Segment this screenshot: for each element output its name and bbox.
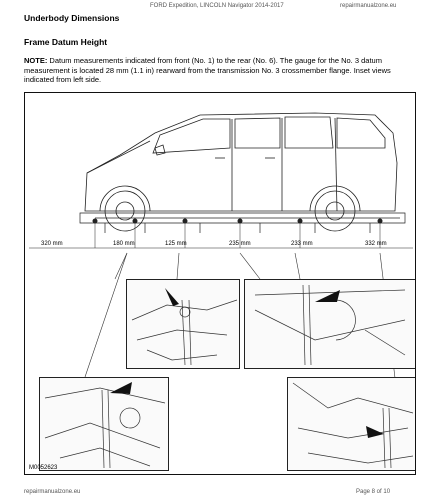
note-paragraph: NOTE: Datum measurements indicated from … xyxy=(24,56,416,85)
footer-site: repairmanualzone.eu xyxy=(24,489,81,495)
measurement-5: 233 mm xyxy=(291,241,313,247)
header-site: repairmanualzone.eu xyxy=(340,3,397,9)
frame-datum-figure: 320 mm 180 mm 125 mm 235 mm 233 mm 332 m… xyxy=(24,92,416,475)
figure-id: M0052623 xyxy=(29,465,58,471)
measurement-3: 125 mm xyxy=(165,241,187,247)
inset-view-datum-2-3 xyxy=(126,279,240,369)
measurement-2: 180 mm xyxy=(113,241,135,247)
measurement-1: 320 mm xyxy=(41,241,63,247)
section-title: Underbody Dimensions xyxy=(24,13,120,23)
subsection-title: Frame Datum Height xyxy=(24,37,108,47)
vehicle-side-view xyxy=(29,112,413,249)
inset-view-datum-1 xyxy=(39,377,169,471)
note-label: NOTE: xyxy=(24,56,48,65)
header-title: FORD Expedition, LINCOLN Navigator 2014-… xyxy=(150,3,284,9)
note-text: Datum measurements indicated from front … xyxy=(24,56,391,84)
measurement-4: 235 mm xyxy=(229,241,251,247)
inset-view-datum-4-5 xyxy=(244,279,415,369)
footer-page: Page 8 of 10 xyxy=(356,489,391,495)
measurement-6: 332 mm xyxy=(365,241,387,247)
inset-view-datum-6 xyxy=(287,377,415,471)
